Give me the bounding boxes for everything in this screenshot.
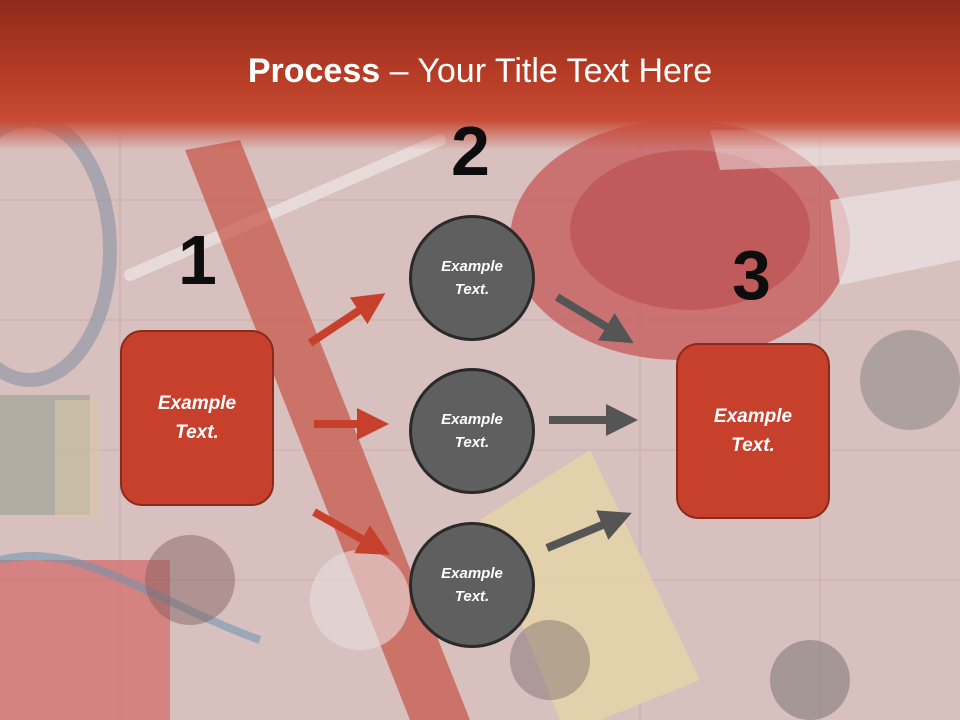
arrow-red-up-right: [307, 293, 386, 347]
circle-bottom-line2: Text.: [454, 588, 490, 605]
arrow-gray-up-right: [545, 510, 632, 552]
step-1-box: Example Text.: [120, 330, 274, 506]
circle-top-line2: Text.: [454, 281, 490, 298]
step-3-box-line2: Text.: [731, 435, 775, 456]
step-2-circle-middle: Example Text.: [409, 368, 535, 494]
step-number-1: 1: [178, 221, 217, 299]
arrow-gray-down-right: [554, 293, 634, 344]
step-2-circle-bottom: Example Text.: [409, 522, 535, 648]
slide-title: Process – Your Title Text Here: [0, 52, 960, 91]
title-bar: [0, 0, 960, 150]
arrow-red-down-right: [312, 508, 390, 555]
step-number-3: 3: [732, 236, 771, 314]
step-3-box: Example Text.: [676, 343, 830, 519]
step-1-box-line1: Example: [157, 393, 237, 414]
step-2-circle-top: Example Text.: [409, 215, 535, 341]
circle-middle-line2: Text.: [454, 434, 490, 451]
step-number-2: 2: [451, 112, 490, 190]
circle-bottom-line1: Example: [441, 565, 503, 582]
circle-middle-line1: Example: [441, 411, 503, 428]
title-rest: – Your Title Text Here: [380, 52, 713, 90]
circle-top-line1: Example: [441, 258, 503, 275]
step-3-box-line1: Example: [713, 406, 793, 427]
step-1-box-line2: Text.: [175, 422, 219, 443]
title-bold: Process: [247, 52, 381, 90]
